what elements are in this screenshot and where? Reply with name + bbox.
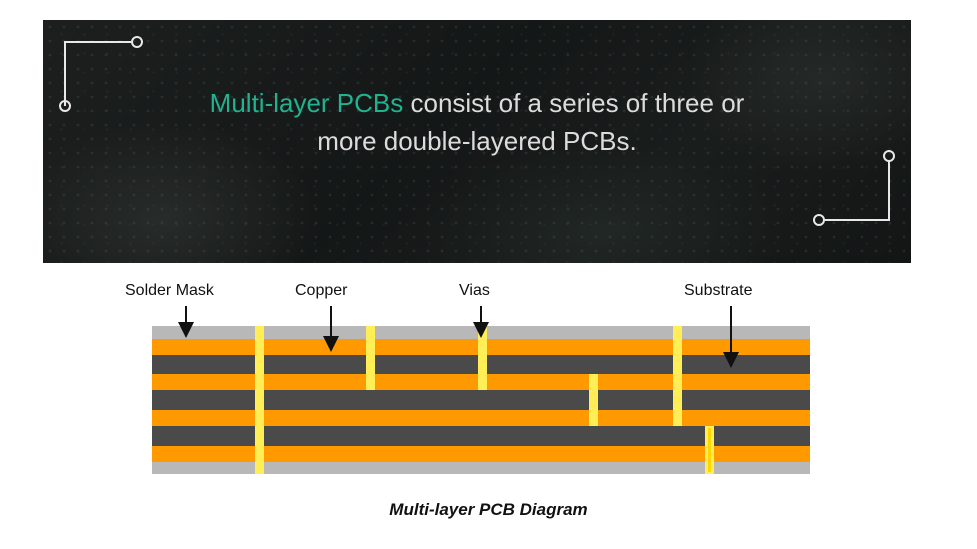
substrate-layer-2 xyxy=(152,390,810,410)
headline-line1-rest: consist of a series of three or xyxy=(403,88,745,118)
headline-accent: Multi-layer PCBs xyxy=(209,88,404,118)
via-buried-4 xyxy=(589,374,598,426)
via-blind-3 xyxy=(478,326,487,390)
headline: Multi-layer PCBs consist of a series of … xyxy=(43,84,911,160)
via-bottom-6-core xyxy=(708,428,711,472)
via-through-1 xyxy=(255,326,264,474)
label-solder-mask: Solder Mask xyxy=(125,282,215,299)
board-layers xyxy=(152,326,810,474)
via-through-5 xyxy=(673,326,682,426)
circuit-trace-top-left-icon xyxy=(59,36,143,112)
label-copper: Copper xyxy=(295,282,348,299)
vias xyxy=(255,326,714,474)
copper-layer-4 xyxy=(152,446,810,462)
headline-line2: more double-layered PCBs. xyxy=(317,126,637,156)
copper-layer-3 xyxy=(152,410,810,426)
label-vias: Vias xyxy=(459,282,490,299)
via-blind-2 xyxy=(366,326,375,390)
solder-mask-bottom xyxy=(152,462,810,474)
pointer-arrows xyxy=(178,306,739,368)
circuit-trace-bottom-right-icon xyxy=(813,150,895,226)
diagram-caption: Multi-layer PCB Diagram xyxy=(389,500,588,519)
hero-banner: Multi-layer PCBs consist of a series of … xyxy=(43,20,911,263)
label-substrate: Substrate xyxy=(684,282,753,299)
substrate-layer-3 xyxy=(152,426,810,446)
pcb-layer-diagram: Solder Mask Copper Vias Substrate xyxy=(125,282,810,474)
